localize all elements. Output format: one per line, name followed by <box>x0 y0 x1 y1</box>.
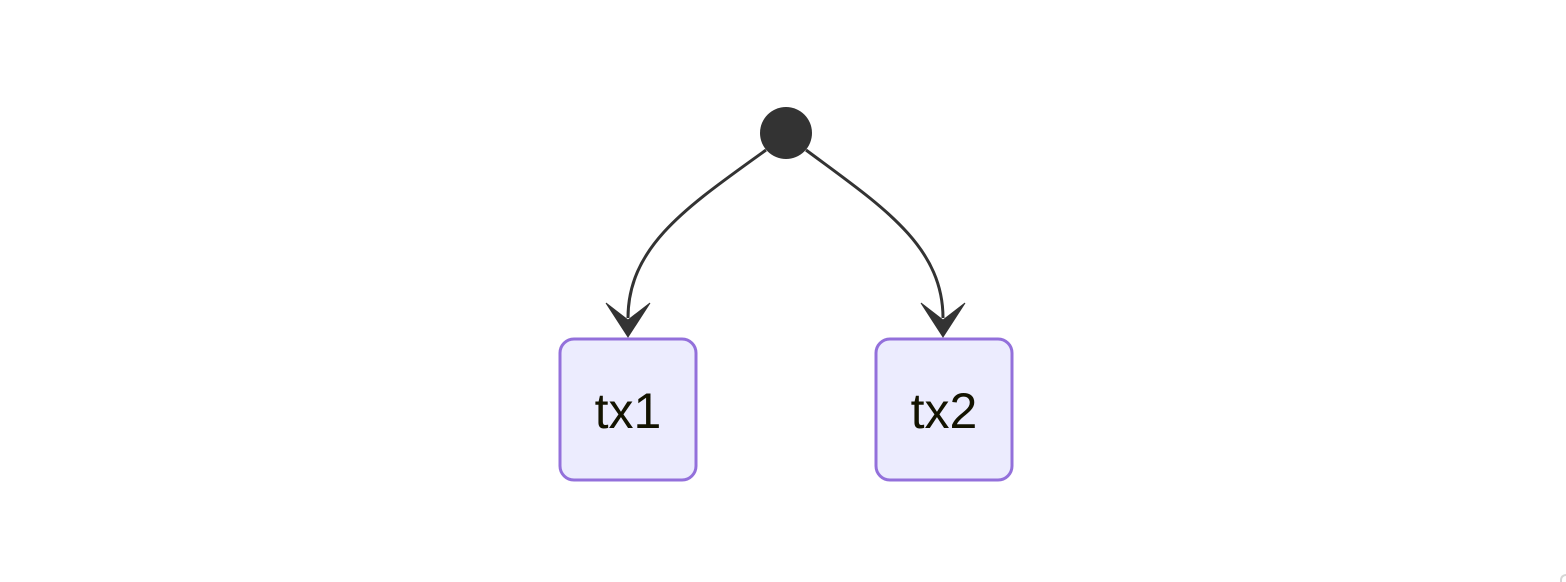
corner-artifact <box>1560 574 1566 582</box>
state-label-tx2: tx2 <box>911 383 978 439</box>
state-node-tx2[interactable]: tx2 <box>874 337 1014 482</box>
start-state[interactable] <box>760 107 812 159</box>
arrowhead-tx2 <box>920 302 966 338</box>
state-box <box>874 337 1014 482</box>
arrowhead-tx1 <box>605 302 651 338</box>
transition-start-tx2 <box>805 148 945 319</box>
state-label-tx1: tx1 <box>595 383 662 439</box>
state-node-tx1[interactable]: tx1 <box>558 337 698 482</box>
transition-start-tx1 <box>626 148 767 319</box>
state-box <box>558 337 698 482</box>
